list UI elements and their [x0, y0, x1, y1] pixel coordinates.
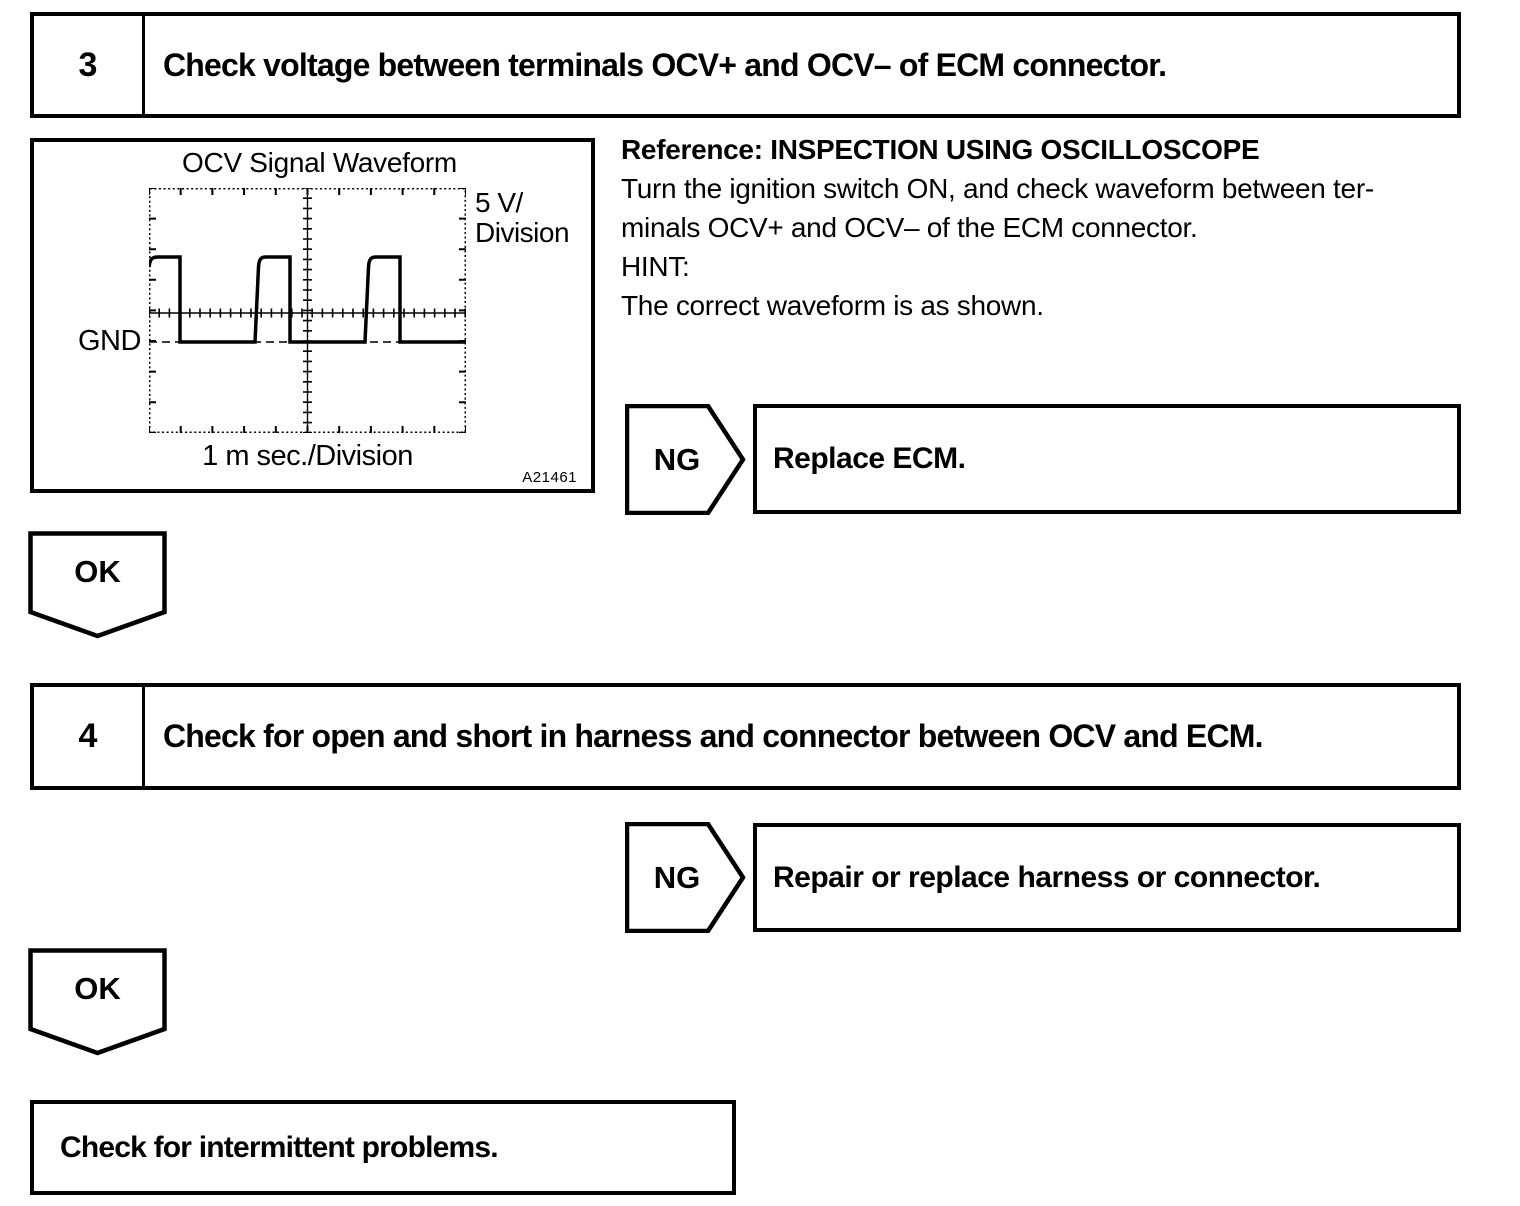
- oscilloscope-grid: [149, 188, 466, 433]
- ok-connector-2: OK: [28, 948, 167, 1056]
- reference-line: Turn the ignition switch ON, and check w…: [621, 173, 1374, 204]
- replace-ecm-text: Replace ECM.: [773, 442, 966, 475]
- ok-arrow-shape: [28, 531, 167, 639]
- waveform-panel: OCV Signal Waveform 5 V/ Division GND 1 …: [30, 138, 595, 493]
- ng-arrow-shape: [625, 822, 746, 933]
- time-per-division-label: 1 m sec./Division: [202, 440, 413, 472]
- ng-connector-1: NG: [625, 404, 747, 515]
- ok-arrow-shape: [28, 948, 167, 1056]
- intermittent-problems-box: Check for intermittent problems.: [30, 1100, 736, 1195]
- ng-label: NG: [653, 859, 701, 895]
- step-3-number: 3: [34, 16, 145, 114]
- ng-connector-2: NG: [625, 822, 747, 933]
- step-4-title: Check for open and short in harness and …: [163, 718, 1264, 754]
- replace-ecm-box: Replace ECM.: [753, 404, 1461, 514]
- reference-text: Reference: INSPECTION USING OSCILLOSCOPE…: [621, 130, 1471, 325]
- gnd-label: GND: [78, 325, 141, 357]
- step-4-number: 4: [34, 687, 145, 786]
- ng-label: NG: [653, 441, 701, 477]
- intermittent-problems-text: Check for intermittent problems.: [60, 1130, 499, 1164]
- reference-heading: Reference: INSPECTION USING OSCILLOSCOPE: [621, 134, 1260, 165]
- waveform-title: OCV Signal Waveform: [182, 147, 457, 178]
- ok-label: OK: [74, 971, 121, 1006]
- step-4-box: 4 Check for open and short in harness an…: [30, 683, 1461, 790]
- step-3-title: Check voltage between terminals OCV+ and…: [163, 46, 1167, 83]
- reference-hint-label: HINT:: [621, 251, 690, 282]
- reference-line: minals OCV+ and OCV– of the ECM connecto…: [621, 212, 1198, 243]
- repair-harness-text: Repair or replace harness or connector.: [773, 860, 1321, 894]
- waveform-trace: [149, 255, 466, 344]
- figure-id: A21461: [522, 469, 577, 486]
- reference-line: The correct waveform is as shown.: [621, 290, 1044, 321]
- ok-connector-1: OK: [28, 531, 167, 639]
- ng-arrow-shape: [625, 404, 746, 515]
- ok-label: OK: [74, 554, 121, 589]
- volts-per-division-label: 5 V/ Division: [475, 187, 570, 248]
- repair-harness-box: Repair or replace harness or connector.: [753, 823, 1461, 932]
- step-3-box: 3 Check voltage between terminals OCV+ a…: [30, 12, 1461, 118]
